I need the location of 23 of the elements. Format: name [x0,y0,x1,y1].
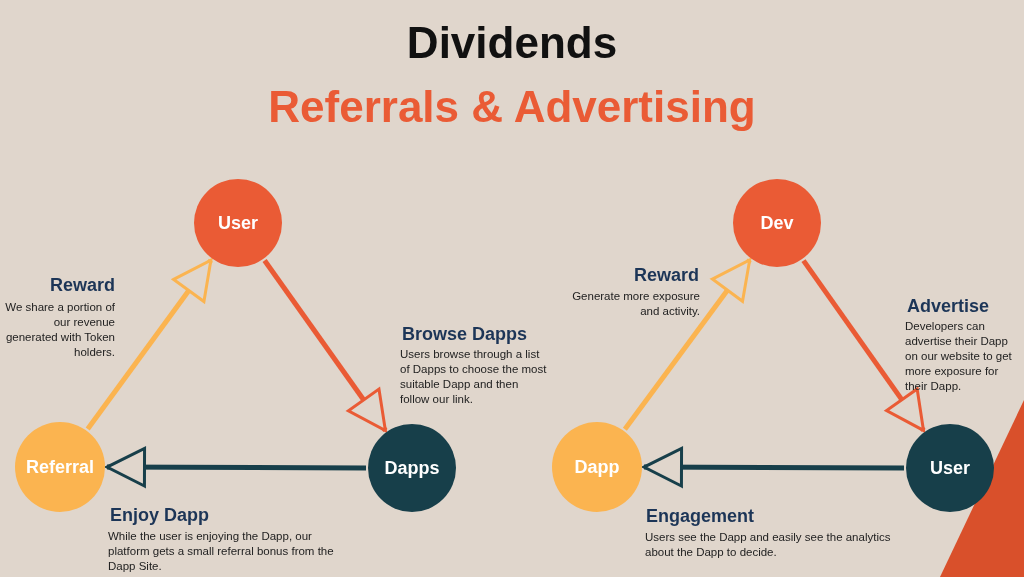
description-text: We share a portion of our revenue generated with Token holders. [4,300,115,360]
node-label: User [930,457,970,479]
description-text: Users browse through a list of Dapps to choose the most suitable Dapp and then follow our link. [400,347,548,407]
description-text: Developers can advertise their Dapp on our website to get more exposure for their Dapp. [905,319,1013,394]
description-text: While the user is enjoying the Dapp, our platform gets a small referral bonus from the Dapp Site. [108,529,335,574]
arrow [622,258,752,431]
edge-label: Engagement [644,506,757,527]
edge-label: Enjoy Dapp [108,505,211,526]
node-label: Dev [760,212,794,234]
edge-label: Browse Dapps [400,324,530,345]
description-text: Users see the Dapp and easily see the analytics about the Dapp to decide. [645,530,892,560]
arrow [262,259,388,432]
arrow [801,259,926,432]
node-label: Dapps [384,457,440,479]
node-label: User [218,212,258,234]
arrow [642,446,904,488]
description-text: Generate more exposure and activity. [571,289,700,319]
node-label: Dapp [574,456,620,478]
node-label: Referral [25,456,94,478]
arrow [85,258,213,431]
title: Dividends [405,18,619,68]
arrow [105,446,366,488]
subtitle: Referrals & Advertising [267,82,757,132]
